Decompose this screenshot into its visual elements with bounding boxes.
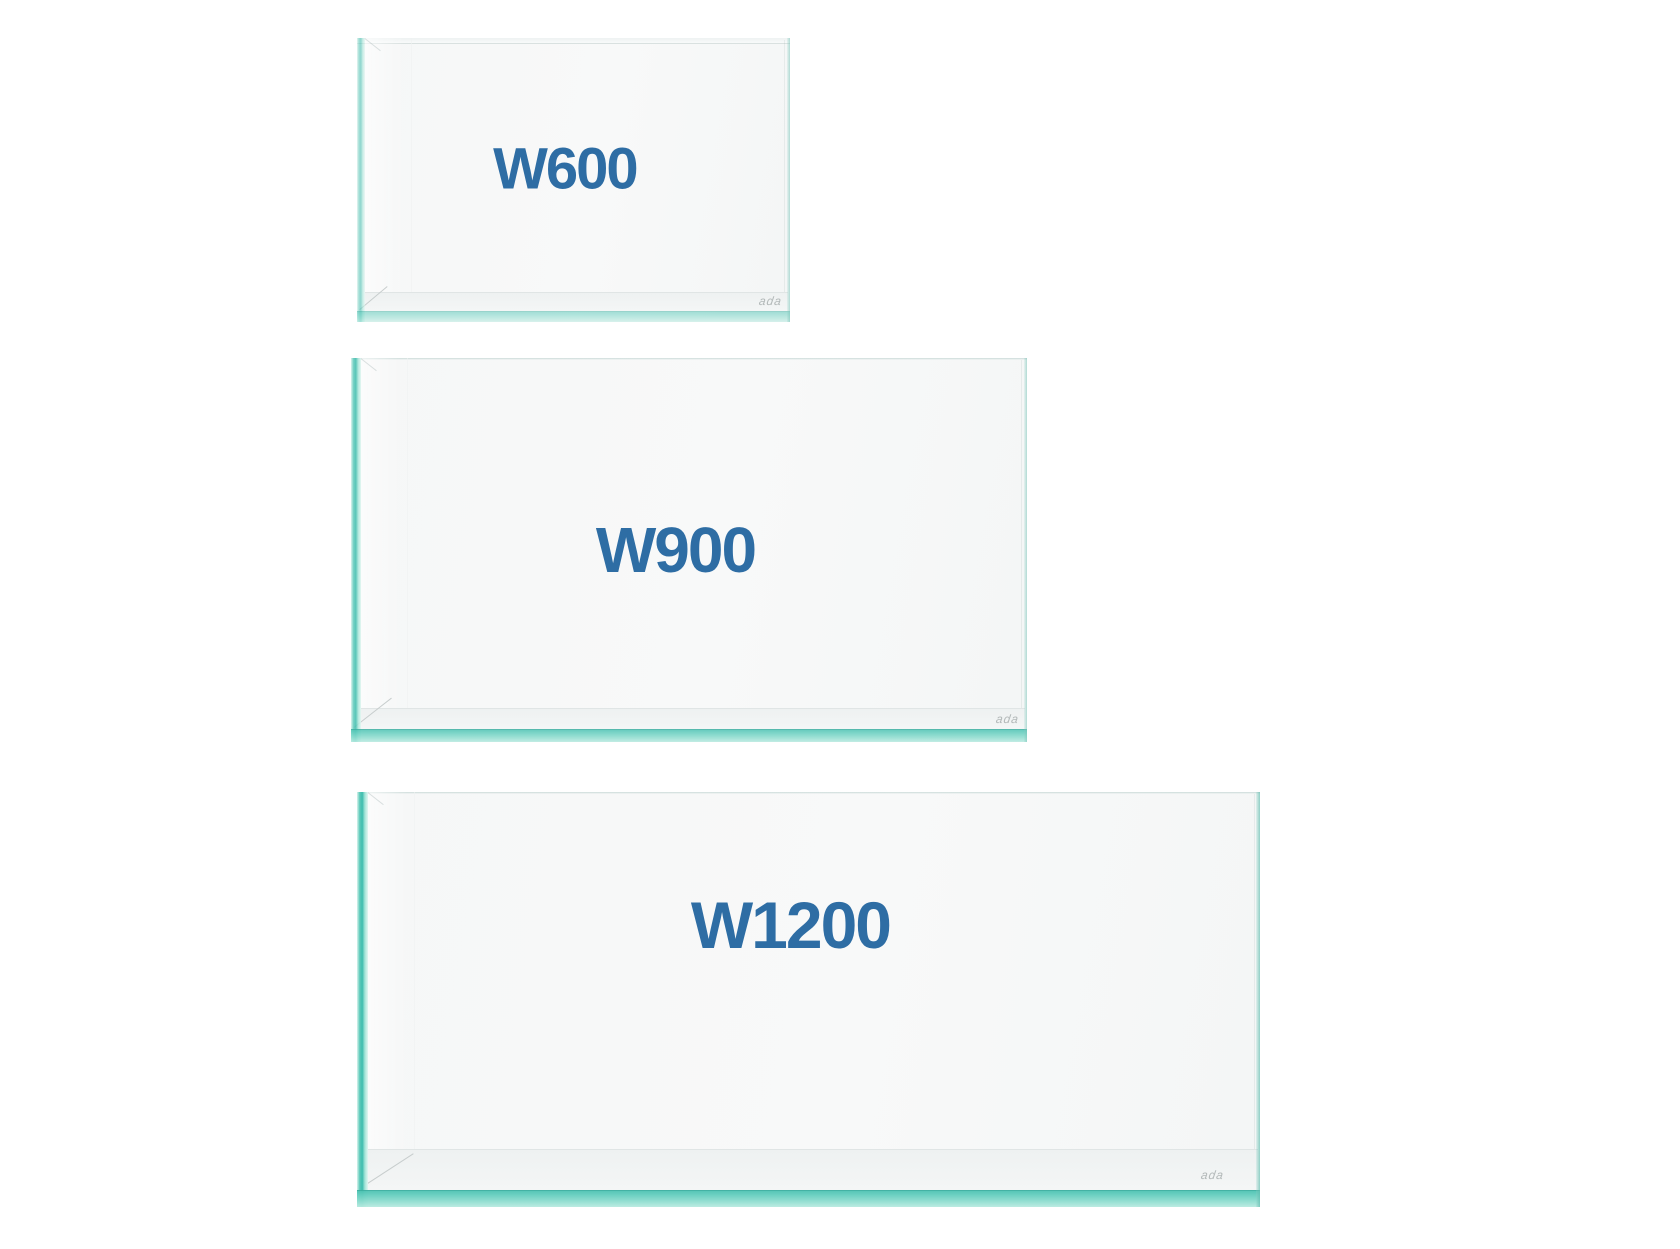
glass-edge-left [357, 38, 365, 322]
glass-edge-top [357, 792, 1260, 794]
ada-logo: ada [1199, 1168, 1225, 1182]
glass-edge-right [1256, 792, 1260, 1207]
tank-size-label: W600 [493, 136, 639, 202]
glass-side-sheen [365, 38, 412, 311]
tank-size-label: W1200 [690, 887, 892, 962]
glass-edge-top [351, 358, 1027, 360]
tank-size-label: W900 [595, 514, 757, 586]
glass-inner-right-line [1021, 360, 1022, 729]
glass-edge-right [1024, 358, 1027, 742]
ada-logo: ada [757, 294, 783, 308]
glass-edge-left [357, 792, 368, 1207]
glass-inner-right-line [1254, 794, 1255, 1190]
glass-edge-left [351, 358, 361, 742]
glass-edge-bottom [357, 311, 790, 322]
ada-logo: ada [994, 712, 1020, 726]
glass-side-sheen [361, 358, 408, 729]
glass-inner-right-line [784, 40, 785, 311]
glass-floor [361, 708, 1025, 729]
tank-w1200: W1200 ada [357, 792, 1260, 1207]
glass-floor [368, 1149, 1258, 1190]
tank-w900: W900 ada [351, 358, 1027, 742]
glass-edge-top [357, 38, 790, 44]
glass-edge-right [787, 38, 790, 322]
glass-edge-bottom [351, 729, 1027, 742]
glass-side-sheen [368, 792, 415, 1190]
glass-edge-bottom [357, 1190, 1260, 1207]
tank-w600: W600 ada [357, 38, 790, 322]
glass-floor [365, 292, 788, 311]
